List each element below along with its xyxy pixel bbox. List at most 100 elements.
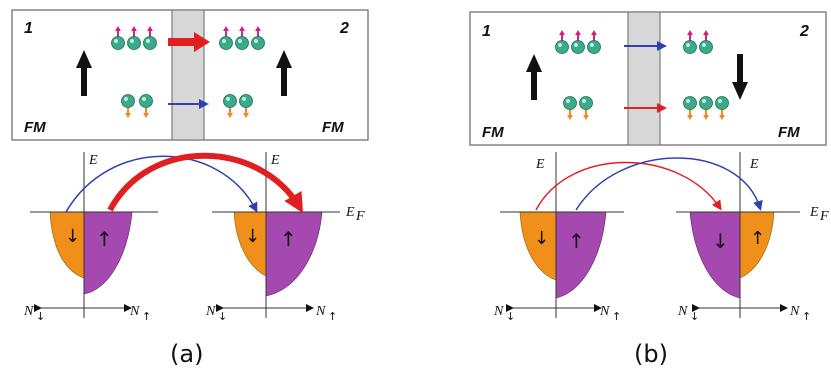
dos-left-down-arrow: ↓ [65, 226, 80, 247]
spin-down-tunneling-arc-icon [535, 161, 722, 211]
fm-right-label: FM [778, 124, 800, 141]
dos-left-down-band [49, 211, 85, 279]
e-axis-label: E [270, 153, 280, 168]
panel-b: 1 2 FM FM E [469, 11, 829, 368]
dos-right-up-band [265, 211, 323, 297]
svg-text:N: N [23, 304, 34, 319]
spin-down-electron-icon [579, 96, 593, 120]
spin-up-electrons-left [555, 30, 601, 54]
spin-down-electrons-right [683, 96, 729, 120]
spin-up-electron-icon [111, 26, 125, 50]
dos-diagram-a: E ↓ ↑ N↓ N↑ E ↓ ↑ N↓ N↑ [23, 152, 365, 323]
caption-b: (b) [634, 340, 668, 368]
svg-text:F: F [355, 209, 365, 224]
svg-text:E: E [345, 205, 355, 220]
electrode-1-label: 1 [482, 23, 491, 40]
svg-text:↑: ↑ [612, 310, 621, 323]
n-up-label: N↑ [789, 304, 811, 323]
e-axis-label: E [535, 157, 545, 172]
fm-right-label: FM [322, 119, 344, 136]
svg-text:↓: ↓ [690, 310, 699, 323]
dos-left-up-band [555, 211, 607, 299]
tunnel-barrier [171, 9, 205, 141]
junction-box-a: 1 2 FM FM [11, 9, 369, 141]
dos-right-down-band [233, 211, 267, 277]
spin-up-tunneling-arc-icon [575, 157, 763, 211]
electrode-1-label: 1 [24, 20, 33, 37]
spin-down-electrons-left [563, 96, 593, 120]
spin-up-electron-icon [219, 26, 233, 50]
panel-a: 1 2 FM FM [11, 9, 369, 368]
fm-left-label: FM [482, 124, 504, 141]
dos-right-down-arrow: ↓ [712, 229, 729, 253]
fermi-level-label: E F [345, 205, 365, 224]
spin-down-electron-icon [715, 96, 729, 120]
dos-right-up-arrow: ↑ [750, 228, 765, 249]
dos-left-up-arrow: ↑ [568, 229, 585, 253]
svg-text:N: N [129, 304, 140, 319]
svg-text:N: N [493, 304, 504, 319]
spin-up-electron-icon [555, 30, 569, 54]
n-up-label: N↑ [599, 304, 621, 323]
svg-text:E: E [809, 205, 819, 220]
dos-right-down-band [689, 211, 741, 299]
magnetization-arrow-up-icon [276, 50, 292, 96]
electrode-2-label: 2 [339, 20, 349, 37]
spin-up-electrons-right [219, 26, 265, 50]
magnetization-arrow-up-icon [76, 50, 92, 96]
tunnel-barrier [627, 11, 661, 146]
n-up-label: N↑ [315, 304, 337, 323]
spin-down-electrons-right [223, 94, 253, 118]
svg-text:N: N [599, 304, 610, 319]
svg-text:↑: ↑ [802, 310, 811, 323]
svg-text:N: N [789, 304, 800, 319]
spin-up-electron-icon [235, 26, 249, 50]
svg-text:N: N [315, 304, 326, 319]
spin-down-electron-icon [699, 96, 713, 120]
spin-up-electron-icon [571, 30, 585, 54]
spin-down-electron-icon [121, 94, 135, 118]
spin-down-electron-icon [683, 96, 697, 120]
dos-left-down-band [519, 211, 557, 281]
caption-a: (a) [170, 340, 203, 368]
dos-left-up-band [83, 211, 133, 295]
spin-up-electron-icon [587, 30, 601, 54]
spin-up-electron-icon [683, 30, 697, 54]
e-axis-label: E [749, 157, 759, 172]
spin-up-tunnel-arrow-icon [168, 32, 210, 52]
junction-box-b: 1 2 FM FM [469, 11, 827, 146]
magnetization-arrow-down-icon [732, 54, 748, 100]
svg-text:N: N [677, 304, 688, 319]
spin-up-tunneling-arc-icon [107, 152, 304, 214]
dos-right-down-arrow: ↓ [245, 226, 260, 247]
spin-up-electron-icon [143, 26, 157, 50]
n-down-label: N↓ [23, 304, 45, 323]
n-down-label: N↓ [205, 304, 227, 323]
dos-right-up-arrow: ↑ [280, 227, 297, 251]
svg-text:F: F [819, 209, 829, 224]
magnetization-arrow-up-icon [526, 54, 542, 100]
spin-down-electron-icon [223, 94, 237, 118]
spin-down-electron-icon [239, 94, 253, 118]
fm-left-label: FM [24, 119, 46, 136]
dos-left-up-arrow: ↑ [96, 227, 113, 251]
svg-text:↑: ↑ [328, 310, 337, 323]
svg-text:↓: ↓ [218, 310, 227, 323]
spin-up-electron-icon [699, 30, 713, 54]
spin-down-electron-icon [563, 96, 577, 120]
electrode-2-label: 2 [799, 23, 809, 40]
spin-up-electrons-right [683, 30, 713, 54]
spin-down-electron-icon [139, 94, 153, 118]
spin-down-electrons-left [121, 94, 153, 118]
svg-text:N: N [205, 304, 216, 319]
spin-up-electron-icon [251, 26, 265, 50]
svg-text:↓: ↓ [506, 310, 515, 323]
dos-left-down-arrow: ↓ [534, 228, 549, 249]
svg-text:↑: ↑ [142, 310, 151, 323]
spin-up-electrons-left [111, 26, 157, 50]
spin-up-electron-icon [127, 26, 141, 50]
dos-right-up-band [739, 211, 775, 279]
n-down-label: N↓ [493, 304, 515, 323]
svg-text:↓: ↓ [36, 310, 45, 323]
